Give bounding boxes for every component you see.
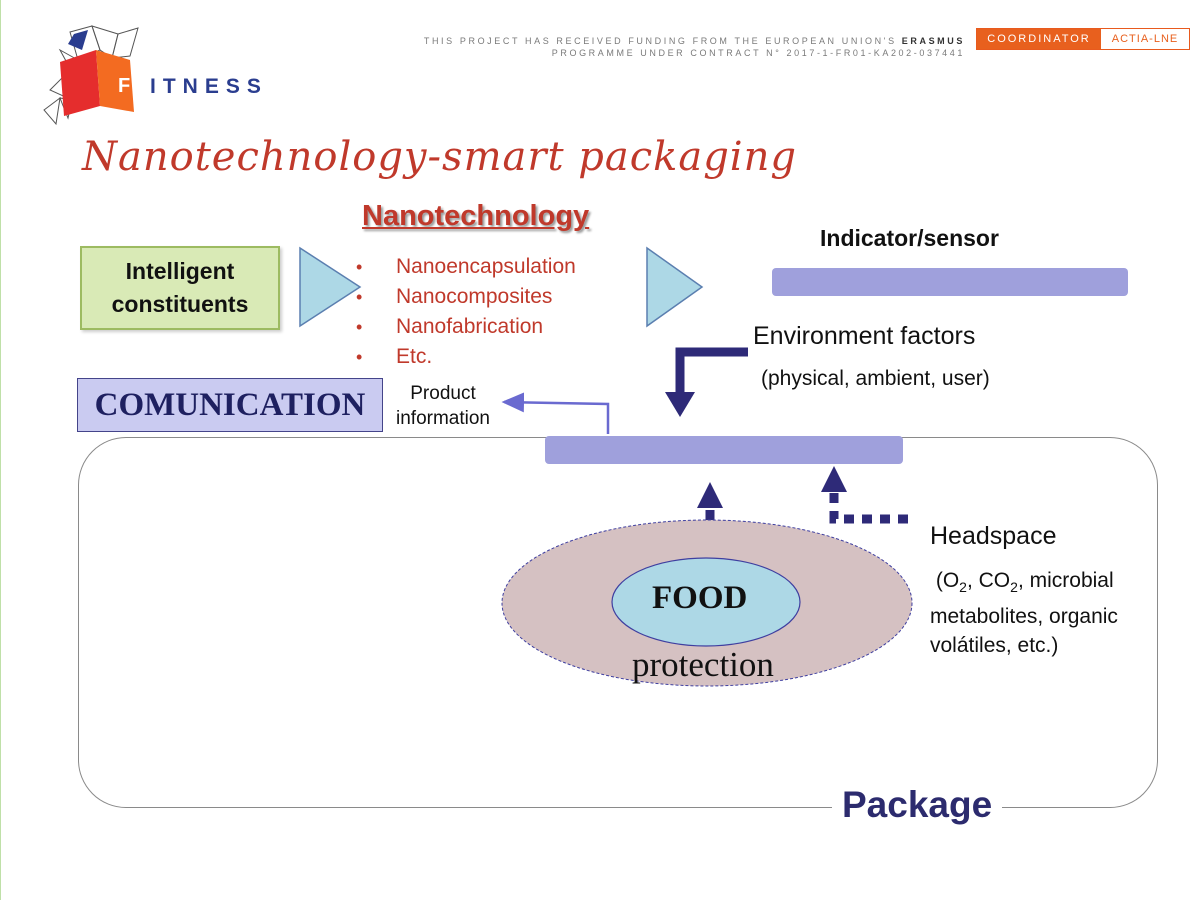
nanotechnology-heading: Nanotechnology xyxy=(362,200,590,232)
environment-factors-label: Environment factors xyxy=(753,322,976,350)
package-label: Package xyxy=(832,784,1003,826)
product-info-arrow xyxy=(501,392,610,434)
communication-box: COMUNICATION xyxy=(77,378,383,432)
funding-notice: THIS PROJECT HAS RECEIVED FUNDING FROM T… xyxy=(245,35,965,59)
slide-title: Nanotechnology-smart packaging xyxy=(82,134,797,180)
food-ellipses xyxy=(501,519,913,687)
flow-triangle-2-icon xyxy=(646,246,704,328)
food-label: FOOD xyxy=(652,580,748,616)
slide-edge-line xyxy=(0,0,1,900)
flow-triangle-1-icon xyxy=(299,246,362,328)
food-arrow-head-icon xyxy=(697,482,723,508)
list-item: Etc. xyxy=(356,342,576,372)
food-ellipse xyxy=(611,557,801,647)
list-item: Nanocomposites xyxy=(356,282,576,312)
environment-factors-detail: (physical, ambient, user) xyxy=(761,367,990,390)
nanotechnology-list: Nanoencapsulation Nanocomposites Nanofab… xyxy=(356,252,576,372)
indicator-sensor-bar xyxy=(772,268,1128,296)
intelligent-line-1: Intelligent xyxy=(125,258,235,284)
headspace-detail: (O2, CO2, microbial metabolites, organic… xyxy=(930,569,1118,658)
intelligent-constituents-box: Intelligent constituents xyxy=(80,246,280,330)
coordinator-name: ACTIA-LNE xyxy=(1111,33,1179,45)
list-item: Nanoencapsulation xyxy=(356,252,576,282)
logo-letter: F xyxy=(118,75,130,97)
indicator-sensor-label: Indicator/sensor xyxy=(820,225,999,251)
intelligent-line-2: constituents xyxy=(111,291,249,317)
package-sensor-bar xyxy=(545,436,903,464)
funding-line-2: PROGRAMME UNDER CONTRACT N° 2017-1-FR01-… xyxy=(551,48,965,58)
environment-arrow-line xyxy=(675,347,748,400)
environment-arrow-head-icon xyxy=(665,392,695,417)
coordinator-badge: COORDINATOR ACTIA-LNE xyxy=(976,28,1190,50)
headspace-arrow-head-icon xyxy=(821,466,847,492)
protection-label: protection xyxy=(632,645,774,684)
list-item: Nanofabrication xyxy=(356,312,576,342)
fitness-logo-icon: F xyxy=(43,25,139,126)
erasmus-label: ERASMUS xyxy=(901,36,965,46)
headspace-dashed-arrow-line xyxy=(829,492,908,524)
logo-wordmark: ITNESS xyxy=(150,75,268,98)
coordinator-label: COORDINATOR xyxy=(977,29,1101,49)
product-information-label: Product information xyxy=(396,383,490,429)
headspace-label: Headspace xyxy=(930,522,1057,550)
funding-line-1: THIS PROJECT HAS RECEIVED FUNDING FROM T… xyxy=(423,36,902,46)
